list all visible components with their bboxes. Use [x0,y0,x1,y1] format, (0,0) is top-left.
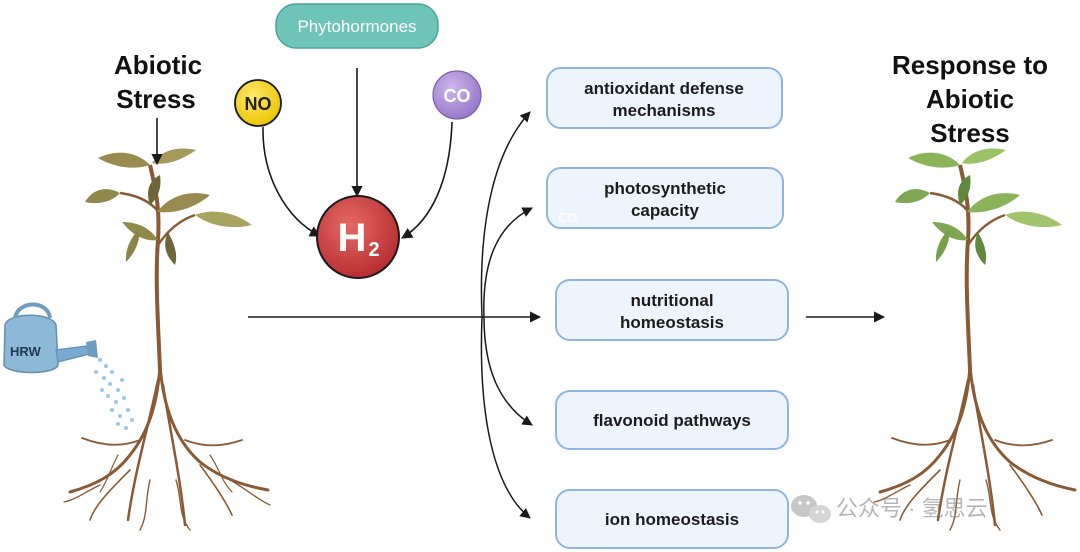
watermark: 公众号 · 氢思云 [791,495,988,523]
h2-label: H [338,216,367,260]
response-box-flavonoid: flavonoid pathways [555,390,789,450]
faint-co-label: CO [558,210,578,225]
nutritional-label-line1: nutritional [630,291,713,310]
no-label: NO [245,94,272,114]
antioxidant-label-line1: antioxidant defense [584,79,744,98]
h2-subscript: 2 [368,239,379,261]
response-title-line1: Response to [892,50,1048,80]
response-box-photosynthetic: photosynthetic capacity CO [546,167,784,229]
wechat-icon [791,495,831,523]
abiotic-stress-title-line2: Stress [116,84,196,114]
h2-node: H 2 [316,195,400,279]
branch-arrow-photosynthetic [483,207,533,318]
flavonoid-label: flavonoid pathways [593,411,751,430]
wilted-plant-illustration [63,148,271,531]
hrw-label: HRW [10,344,42,359]
response-box-ion: ion homeostasis [555,489,789,549]
no-to-h2-arrow [262,126,321,237]
response-box-antioxidant: antioxidant defense mechanisms [546,67,783,129]
branch-arrow-flavonoid [483,316,533,426]
healthy-plant-roots [873,363,1077,531]
wilted-plant-leaves [85,148,252,265]
branch-arrow-antioxidant [480,111,531,318]
co-to-h2-arrow [401,121,453,239]
branch-arrow-ion [480,316,531,519]
antioxidant-label-line2: mechanisms [613,101,716,120]
healthy-plant-illustration [873,148,1077,531]
phytohormones-label: Phytohormones [297,17,416,36]
ion-homeostasis-label: ion homeostasis [605,510,739,529]
co-node: CO [432,70,482,120]
no-node: NO [234,79,282,127]
watering-can-icon: HRW [3,302,98,374]
response-box-nutritional: nutritional homeostasis [555,279,789,341]
nutritional-label-line2: homeostasis [620,313,724,332]
phytohormones-node: Phytohormones [275,3,439,49]
response-title-line2: Abiotic [926,84,1014,114]
co-label: CO [444,86,471,106]
photosynthetic-label-line1: photosynthetic [604,179,726,198]
response-title-line3: Stress [930,118,1010,148]
water-drops [94,358,134,430]
watermark-text: 公众号 · 氢思云 [836,496,988,521]
photosynthetic-label-line2: capacity [631,201,700,220]
abiotic-stress-title-line1: Abiotic [114,50,202,80]
healthy-plant-leaves [895,148,1062,265]
wilted-plant-roots [63,363,271,531]
